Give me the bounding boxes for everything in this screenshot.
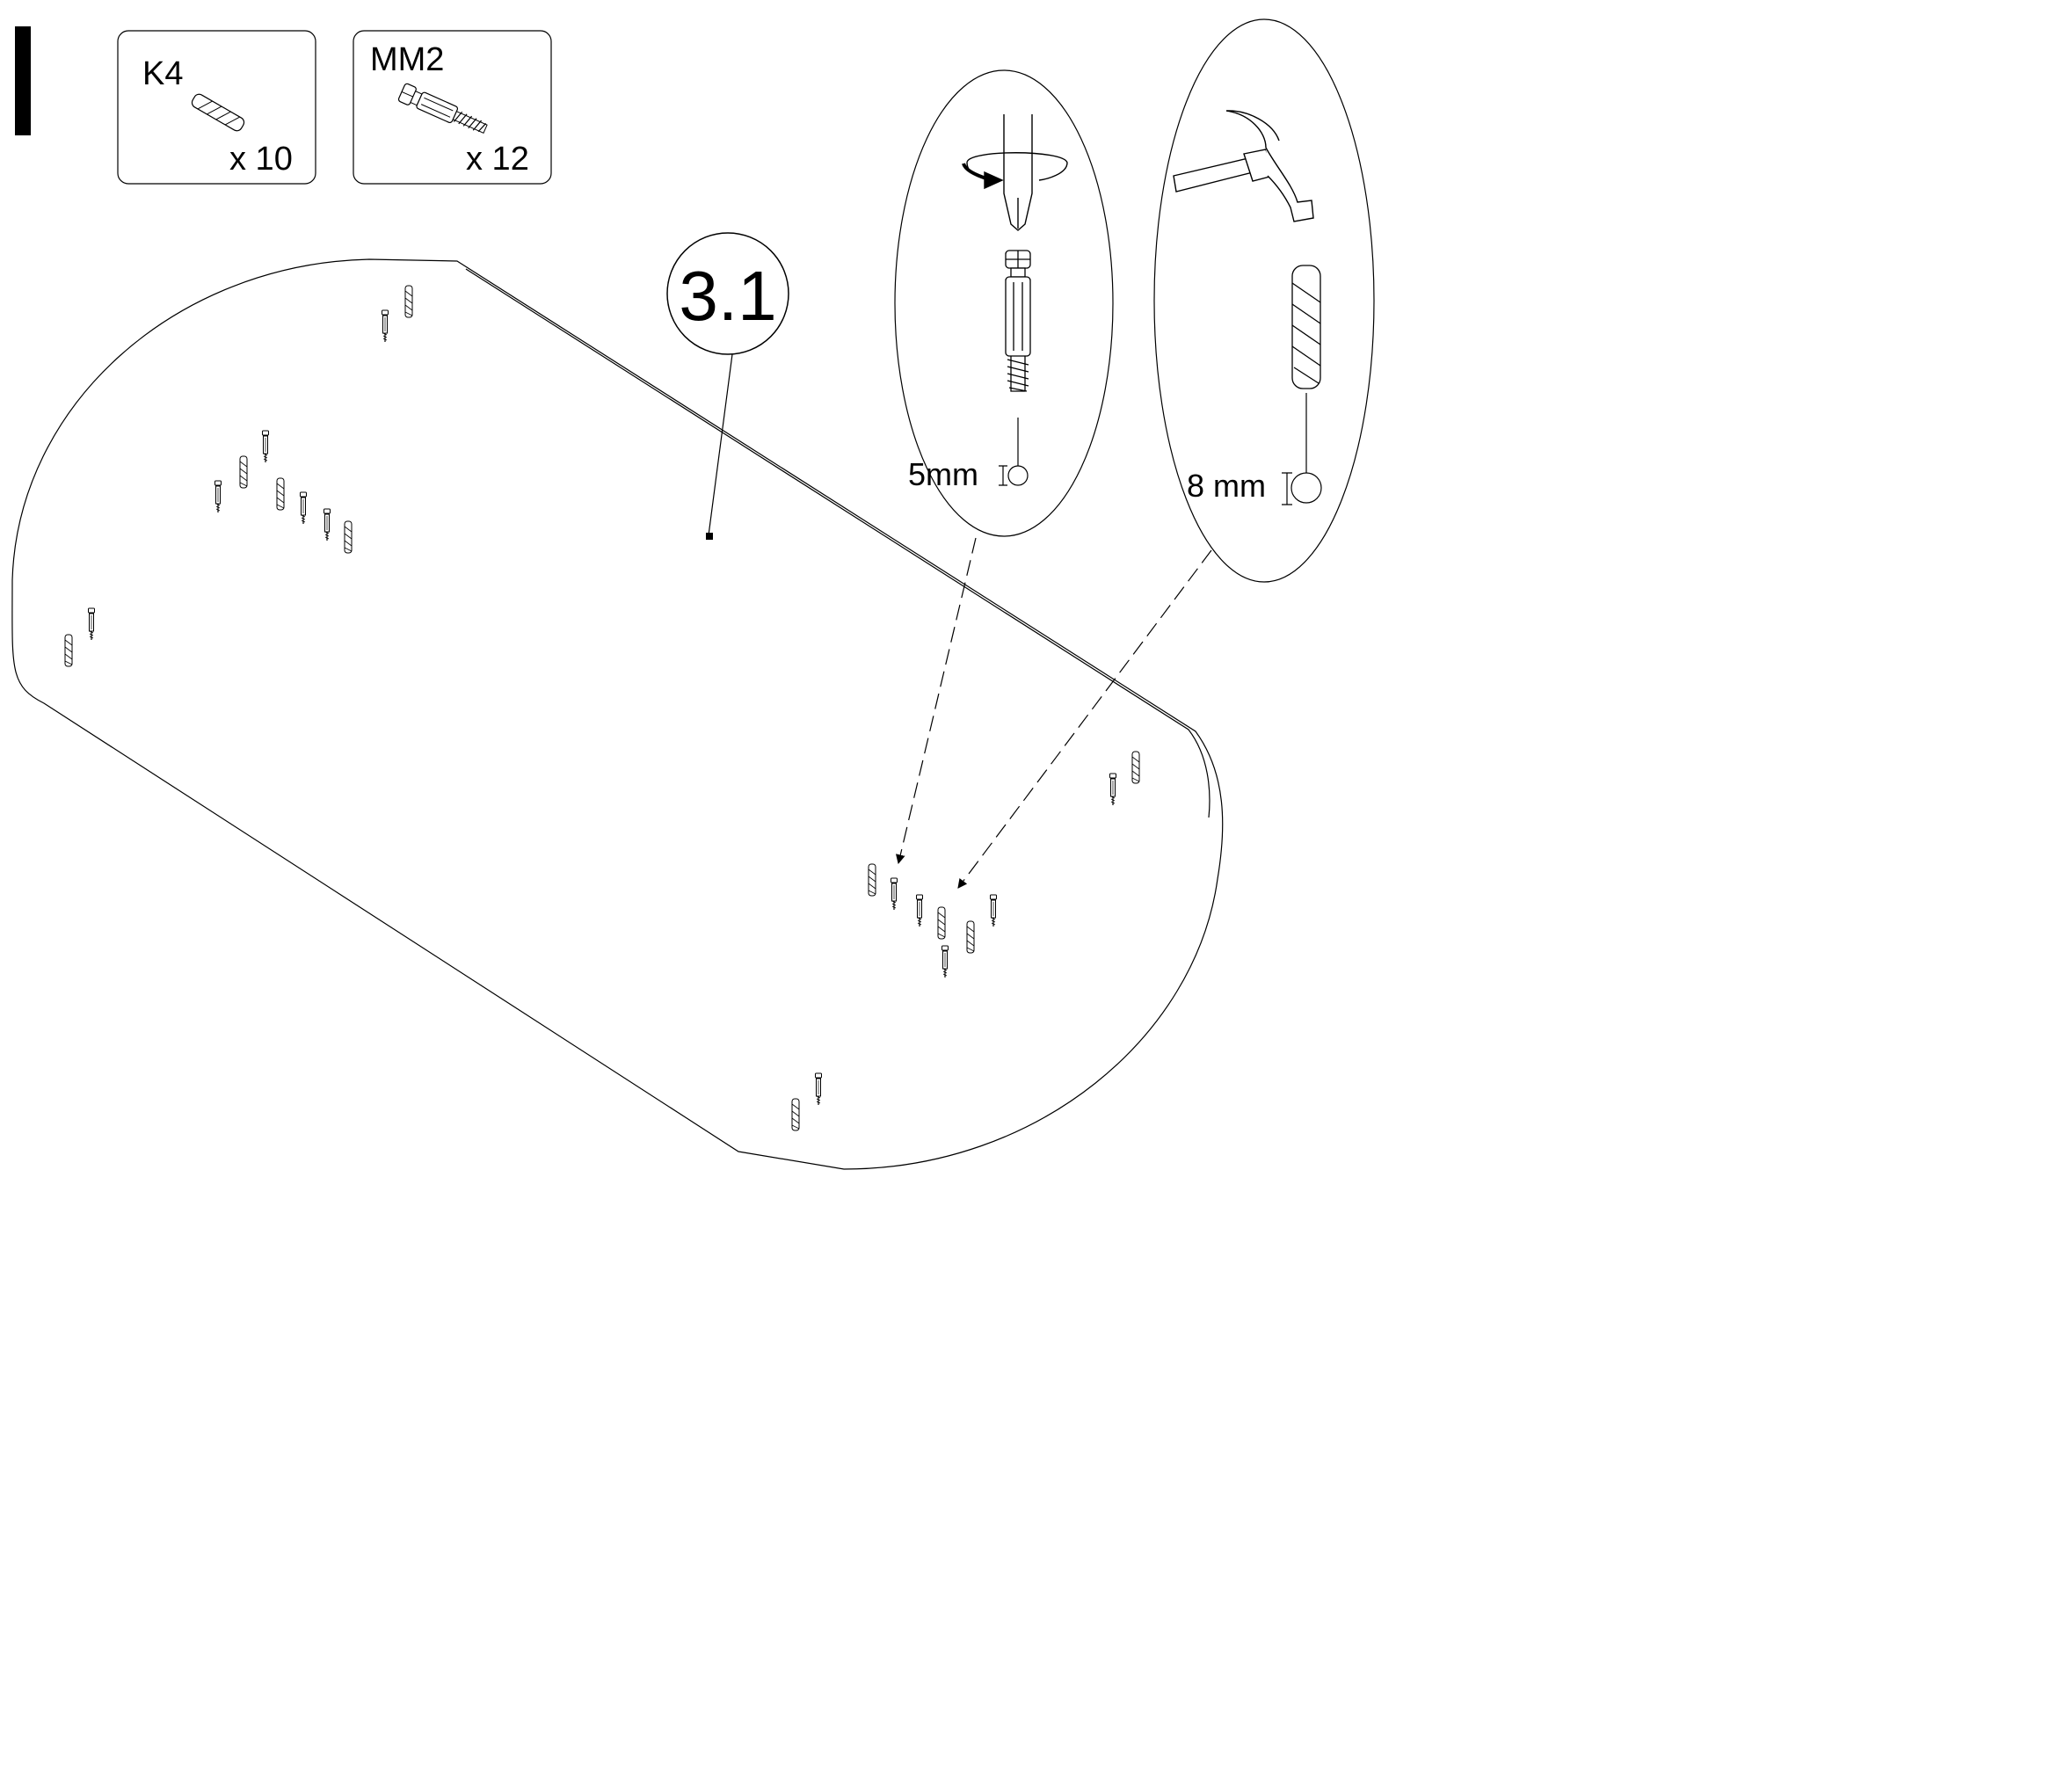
part-qty-mm2: x 12 — [466, 141, 529, 178]
panel-board — [11, 258, 1224, 1170]
part-box-k4: K4 x 10 — [117, 30, 316, 185]
step-marker-bar — [15, 26, 31, 135]
callout-hammer: 8 mm — [1153, 18, 1375, 583]
part-box-mm2: MM2 x 12 — [353, 30, 552, 185]
drill-size-5mm: 5mm — [908, 456, 978, 492]
step-label: 3.1 — [679, 257, 776, 335]
cam-bolt-icon — [397, 83, 488, 134]
leader-arrow-dowel — [957, 549, 1212, 889]
part-qty-k4: x 10 — [229, 141, 293, 178]
callout-screwdriver: 5mm — [894, 69, 1114, 537]
screwdriver-icon — [962, 114, 1068, 231]
part-code-k4: K4 — [142, 55, 183, 92]
part-code-mm2: MM2 — [370, 41, 444, 78]
cam-bolt-icon — [1005, 250, 1031, 392]
dowel-icon — [1291, 265, 1321, 389]
dowel-icon — [191, 93, 245, 132]
hammer-icon — [1173, 110, 1314, 222]
assembly-diagram: K4 x 10 MM2 x 12 3.1 — [11, 18, 1375, 1170]
drill-size-8mm: 8 mm — [1187, 468, 1266, 504]
step-label-circle: 3.1 — [666, 232, 789, 540]
leader-arrow-bolt — [895, 537, 977, 865]
